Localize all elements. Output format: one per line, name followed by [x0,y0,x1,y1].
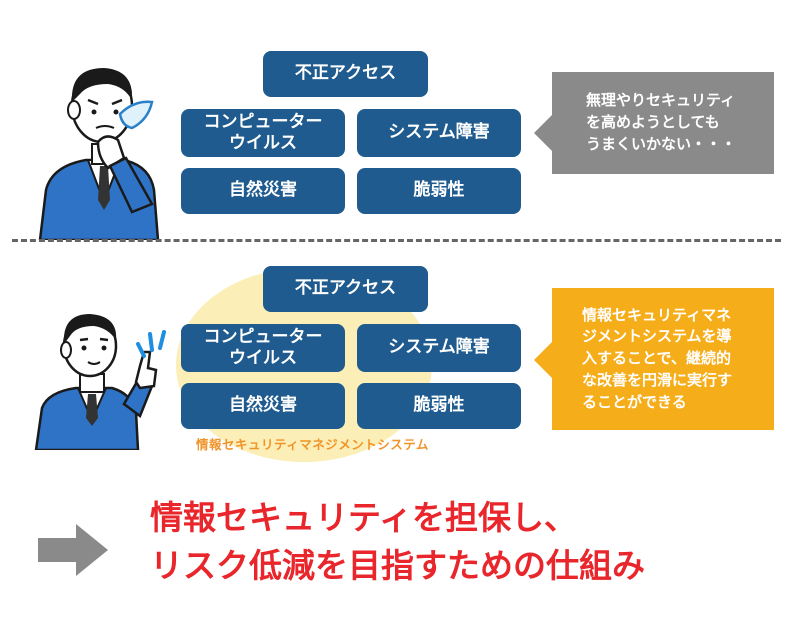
threat-box-natural-disaster: 自然災害 [181,168,345,214]
idea-sparkle-icon [136,330,166,358]
isms-label: 情報セキュリティマネジメントシステム [196,437,429,452]
speech-bubble-gray: 無理やりセキュリティ を高めようとしても うまくいかない・・・ [552,72,774,174]
isms-threat-box-system-failure: システム障害 [357,324,521,372]
threat-box-system-failure: システム障害 [357,109,521,157]
threat-box-computer-virus: コンピューター ウイルス [181,109,345,157]
isms-threat-box-vulnerability: 脆弱性 [357,383,521,429]
isms-threat-box-unauthorized-access: 不正アクセス [263,266,428,312]
section-divider [12,239,781,242]
right-arrow-icon [38,524,108,576]
sweat-drop-icon [118,100,154,130]
threat-box-unauthorized-access: 不正アクセス [263,51,428,97]
pointing-businessman-icon [34,314,158,450]
speech-bubble-orange: 情報セキュリティマネ ジメントシステムを導 入することで、継続的 な改善を円滑に… [552,288,774,430]
worried-businessman-icon [38,68,160,240]
threat-box-vulnerability: 脆弱性 [357,168,521,214]
conclusion-text: 情報セキュリティを担保し、 リスク低減を目指すための仕組み [150,498,645,585]
isms-threat-box-natural-disaster: 自然災害 [181,383,345,429]
isms-threat-box-computer-virus: コンピューター ウイルス [181,324,345,372]
